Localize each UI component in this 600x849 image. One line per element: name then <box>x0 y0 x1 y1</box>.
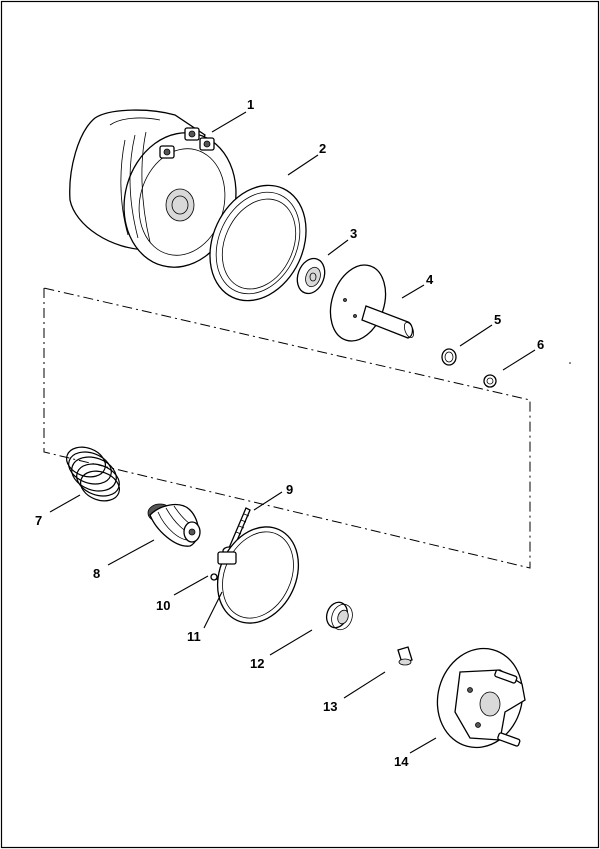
callout-8: 8 <box>93 566 100 581</box>
leader-1 <box>211 111 247 133</box>
callout-6: 6 <box>537 337 544 352</box>
part-3-seal <box>296 257 326 295</box>
leader-11 <box>203 591 223 629</box>
part-10-pin <box>210 573 219 581</box>
part-13-fitting <box>397 646 413 666</box>
leader-4 <box>401 284 425 299</box>
leader-7 <box>49 494 81 513</box>
assembly-boundary-line <box>43 287 531 569</box>
leader-6 <box>502 349 536 371</box>
callout-14: 14 <box>394 754 409 769</box>
part-14-end-cover <box>436 647 526 749</box>
part-11-clamp-band <box>216 526 300 624</box>
callout-12: 12 <box>250 656 264 671</box>
callout-9: 9 <box>286 482 293 497</box>
leader-lines <box>49 111 536 754</box>
leader-13 <box>343 671 386 699</box>
part-1-housing <box>69 109 237 268</box>
leader-2 <box>287 154 319 176</box>
part-6-small-o-ring <box>483 374 497 388</box>
callout-3: 3 <box>350 226 357 241</box>
part-12-bushing <box>325 601 353 631</box>
leader-12 <box>269 629 313 656</box>
callout-7: 7 <box>35 513 42 528</box>
callout-11: 11 <box>187 629 201 644</box>
part-5-o-ring <box>441 348 457 366</box>
leader-5 <box>459 324 493 347</box>
callout-2: 2 <box>319 141 326 156</box>
callout-4: 4 <box>426 272 434 287</box>
leader-3 <box>327 239 349 256</box>
leader-9 <box>253 491 283 511</box>
part-2-ring <box>209 184 307 302</box>
callout-10: 10 <box>156 598 170 613</box>
part-7-spring <box>66 446 120 502</box>
callout-1: 1 <box>247 97 254 112</box>
stray-mark <box>569 362 571 364</box>
leader-8 <box>107 539 155 566</box>
callout-labels: 1 2 3 4 5 6 7 8 9 10 11 12 13 14 <box>35 97 544 769</box>
callout-5: 5 <box>494 312 501 327</box>
part-4-plate-shaft <box>329 264 415 342</box>
leader-14 <box>409 737 437 754</box>
callout-13: 13 <box>323 699 337 714</box>
leader-10 <box>173 575 209 596</box>
part-8-boot <box>147 503 201 547</box>
